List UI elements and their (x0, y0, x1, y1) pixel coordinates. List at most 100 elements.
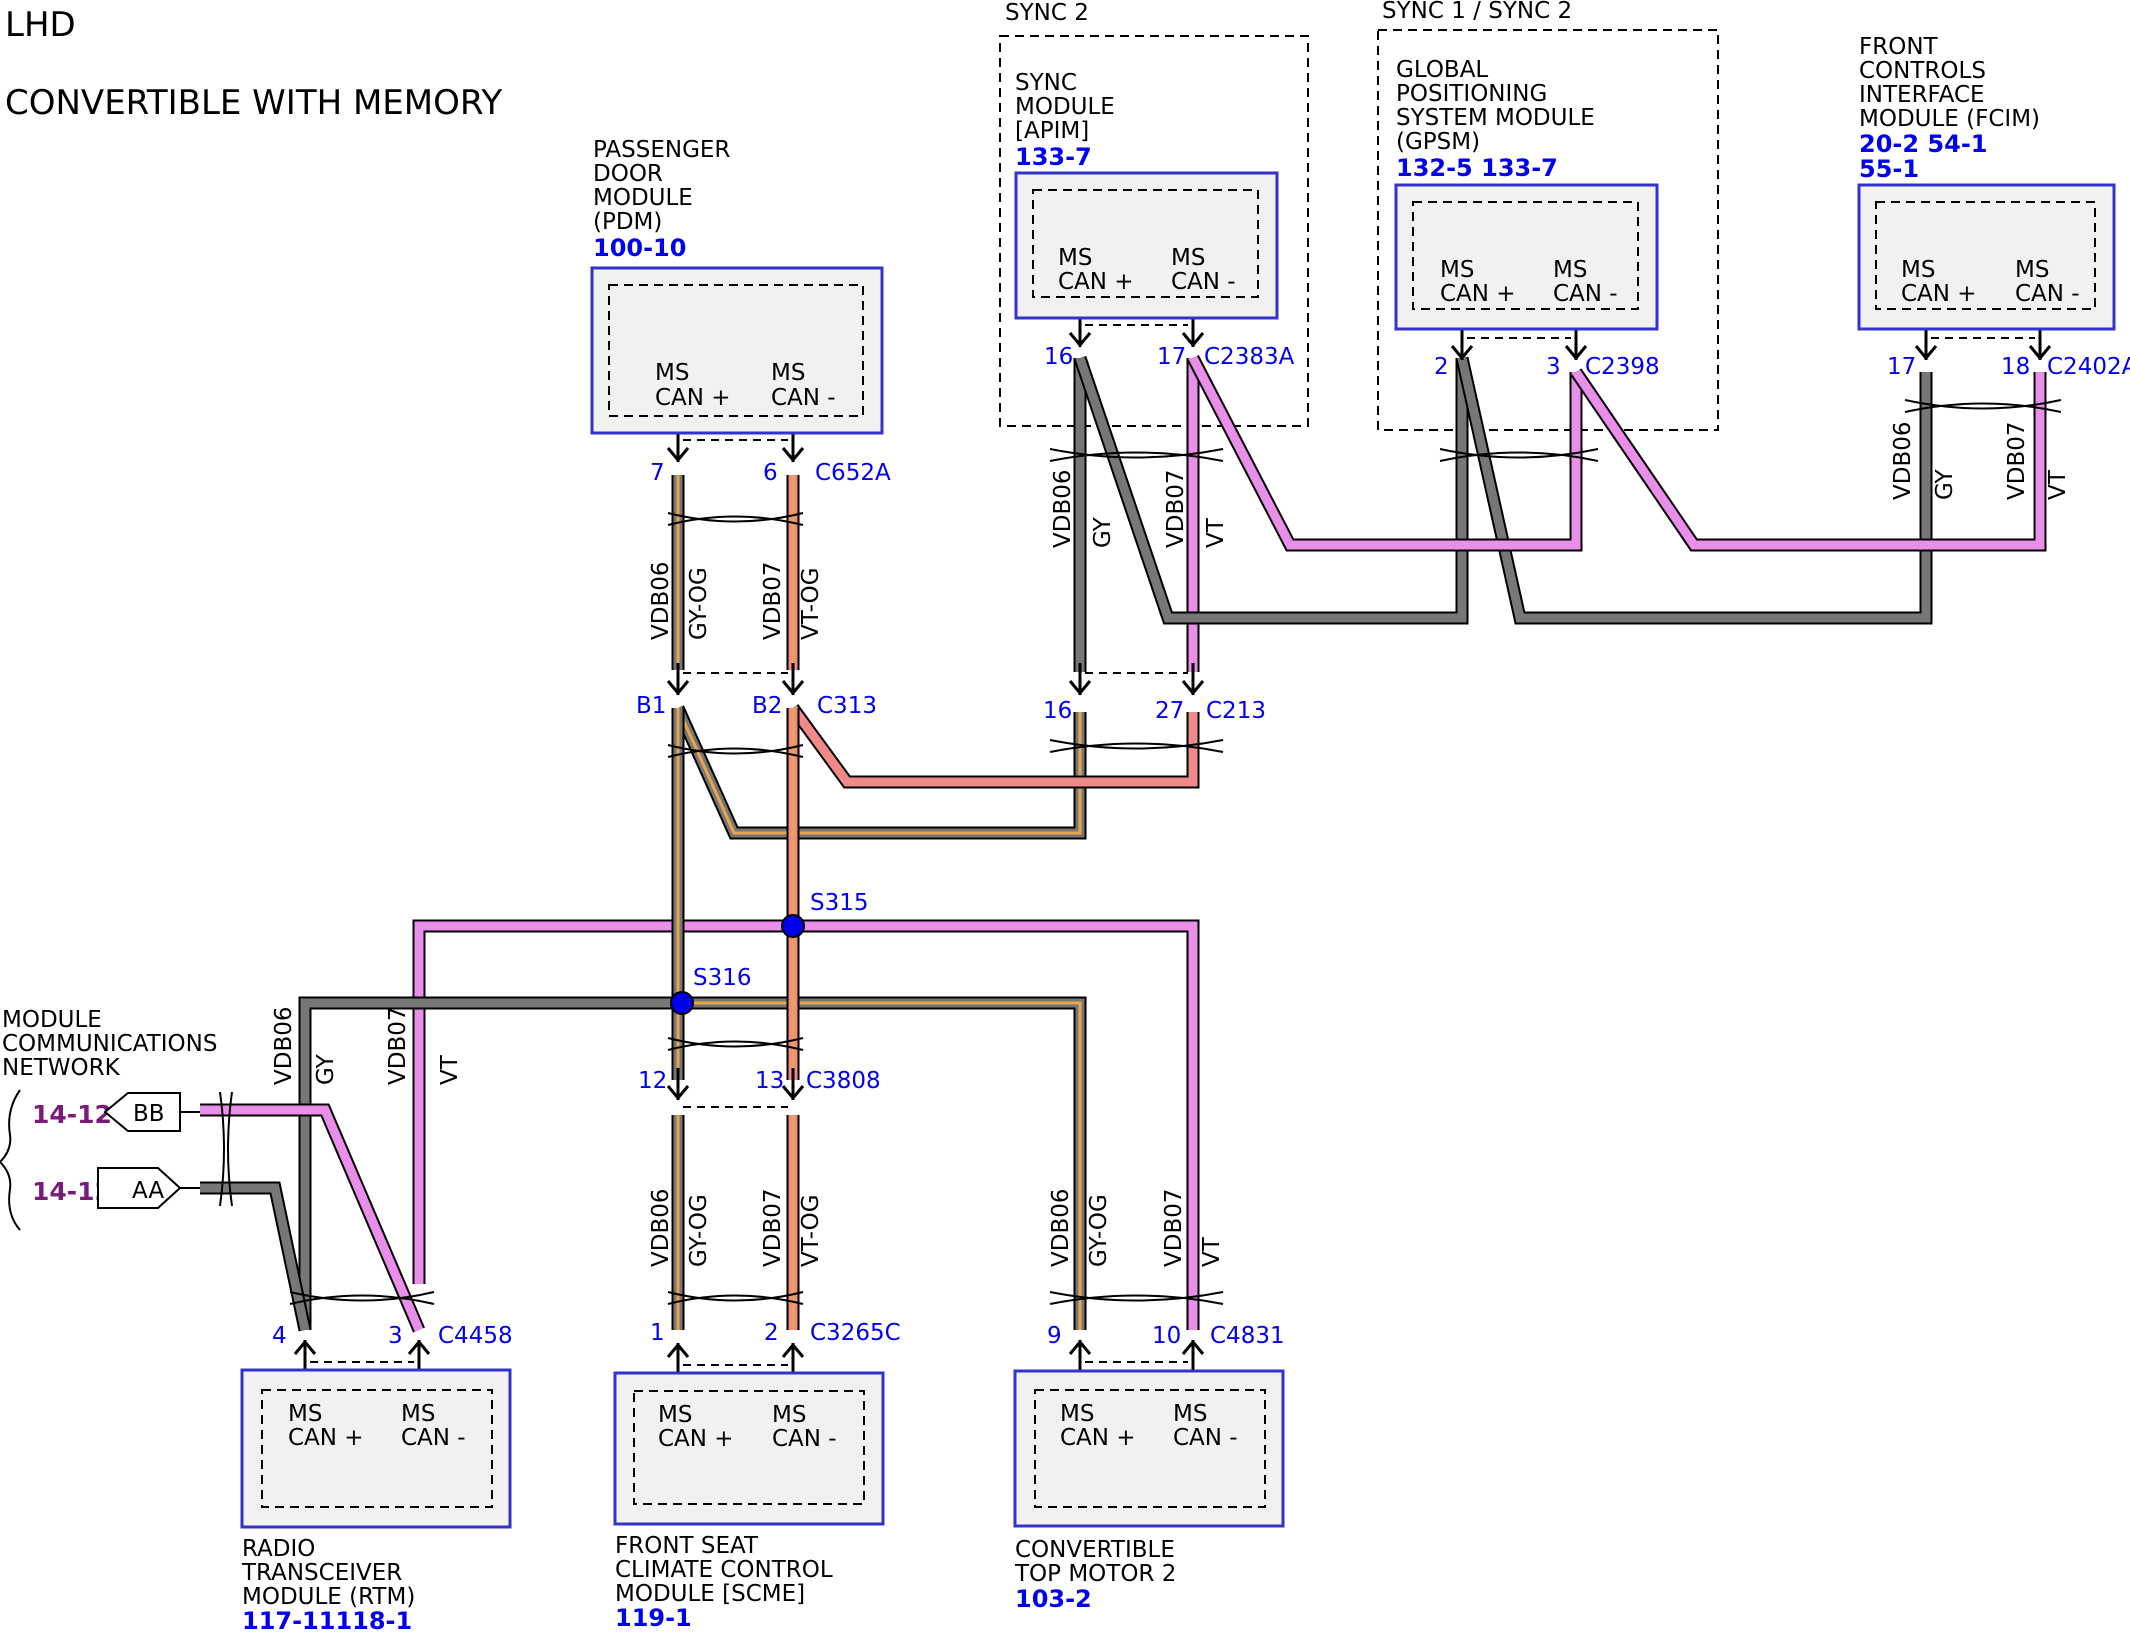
module-convertible-top-motor[interactable]: MS CAN + MS CAN - 9 10 C4831 CONVERTIBLE… (1013, 1323, 1285, 1613)
ctm-pin-minus: 10 (1152, 1323, 1181, 1349)
fcim-refs[interactable]: 20-2 54-1 (1859, 130, 1987, 158)
wire-vt-bus (1187, 355, 2047, 552)
scme-name-3: MODULE [SCME] (615, 1581, 805, 1607)
module-apim[interactable]: SYNC MODULE [APIM] 133-7 MS CAN + MS CAN… (1014, 70, 1295, 370)
apim-name-1: SYNC (1015, 70, 1077, 96)
apim-connector: C2383A (1204, 344, 1295, 370)
ctm-name-1: CONVERTIBLE (1015, 1537, 1175, 1563)
fcim-name-1: FRONT (1859, 34, 1939, 60)
apim-minus-2: CAN - (1171, 269, 1236, 295)
gpsm-plus-2: CAN + (1440, 281, 1516, 307)
c313-pin-plus: B1 (636, 693, 666, 719)
c213-pin-minus: 27 (1155, 698, 1184, 724)
module-pdm[interactable]: PASSENGER DOOR MODULE (PDM) 100-10 MS CA… (590, 137, 891, 486)
twist-markers (219, 399, 2062, 1305)
pdm-minus-1: MS (771, 360, 805, 386)
gpsm-minus-1: MS (1553, 257, 1587, 283)
aa-label: AA (132, 1178, 164, 1204)
splice-s316-label: S316 (693, 965, 752, 991)
network-label-3: NETWORK (2, 1055, 121, 1081)
connector-c3808: 12 13 C3808 (638, 1068, 881, 1094)
apim-pin-minus: 17 (1157, 344, 1186, 370)
pdm-name-2: DOOR (593, 161, 663, 187)
mating-lines (310, 324, 2035, 1366)
wire-label-pdm-vdb06: VDB06 (648, 562, 674, 641)
wire-label-scme-vtog: VT-OG (798, 1194, 824, 1267)
apim-name-2: MODULE (1015, 94, 1115, 120)
apim-pin-plus: 16 (1044, 344, 1073, 370)
apim-box (1014, 171, 1279, 320)
splice-s316-dot (670, 991, 694, 1015)
pdm-minus-2: CAN - (771, 385, 836, 411)
wire-c313-c213-gy (672, 705, 1087, 840)
gpsm-box (1394, 183, 1659, 331)
fcim-connector: C2402A (2047, 354, 2130, 380)
rtm-connector: C4458 (438, 1323, 513, 1349)
ctm-connector: C4831 (1210, 1323, 1285, 1349)
ctm-pin-plus: 9 (1047, 1323, 1062, 1349)
wire-c313-c213-vt (787, 704, 1200, 789)
pdm-plus-2: CAN + (655, 385, 731, 411)
pdm-refs[interactable]: 100-10 (593, 234, 686, 262)
scme-name-1: FRONT SEAT (615, 1533, 759, 1559)
sync2-group-label: SYNC 2 (1005, 0, 1089, 26)
apim-plus-1: MS (1058, 245, 1092, 271)
gpsm-pin-minus: 3 (1546, 354, 1561, 380)
rtm-inner (261, 1389, 493, 1508)
sync12-group-label: SYNC 1 / SYNC 2 (1382, 0, 1572, 24)
scme-plus-1: MS (658, 1402, 692, 1428)
wire-label-ctm-vt: VT (1199, 1236, 1225, 1267)
scme-name-2: CLIMATE CONTROL (615, 1557, 833, 1583)
gpsm-minus-2: CAN - (1553, 281, 1618, 307)
splice-s315-label: S315 (810, 890, 869, 916)
ctm-name-2: TOP MOTOR 2 (1014, 1561, 1176, 1587)
wire-label-rtm-vdb06: VDB06 (271, 1007, 297, 1086)
wire-label-ctm-vdb07: VDB07 (1161, 1189, 1187, 1268)
network-reference: MODULE COMMUNICATIONS NETWORK 14-12 14-1… (0, 1007, 217, 1231)
c213-name: C213 (1206, 698, 1266, 724)
wire-network-aa (200, 1181, 312, 1332)
scme-refs[interactable]: 119-1 (615, 1604, 692, 1632)
sync2-group-box (999, 35, 1309, 427)
c313-pin-minus: B2 (752, 693, 782, 719)
splice-s315-dot (781, 914, 805, 938)
ctm-box (1013, 1369, 1285, 1528)
wire-s315-bus (412, 919, 1200, 1330)
pdm-pin-plus: 7 (650, 460, 665, 486)
ctm-plus-1: MS (1060, 1401, 1094, 1427)
module-fcim[interactable]: FRONT CONTROLS INTERFACE MODULE (FCIM) 2… (1857, 34, 2130, 380)
rtm-minus-2: CAN - (401, 1425, 466, 1451)
rtm-name-2: TRANSCEIVER (241, 1560, 402, 1586)
connector-c313: B1 B2 C313 (636, 693, 877, 719)
pdm-box (590, 266, 884, 435)
pdm-connector: C652A (815, 460, 891, 486)
wire-label-apim-gy: GY (1090, 516, 1116, 548)
gpsm-pin-plus: 2 (1434, 354, 1449, 380)
fcim-refs-2[interactable]: 55-1 (1859, 155, 1919, 183)
fcim-plus-1: MS (1901, 257, 1935, 283)
wire-s316-gray (298, 996, 682, 1330)
module-rtm[interactable]: MS CAN + MS CAN - 4 3 C4458 RADIO TRANSC… (240, 1323, 513, 1635)
scme-pin-plus: 1 (650, 1320, 665, 1346)
apim-refs[interactable]: 133-7 (1015, 143, 1092, 171)
gpsm-plus-1: MS (1440, 257, 1474, 283)
ctm-refs[interactable]: 103-2 (1015, 1585, 1092, 1613)
module-gpsm[interactable]: GLOBAL POSITIONING SYSTEM MODULE (GPSM) … (1394, 57, 1660, 380)
wire-label-rtm-gy: GY (313, 1053, 339, 1085)
rtm-name-3: MODULE (RTM) (242, 1584, 415, 1610)
wire-label-fcim-vdb06: VDB06 (1890, 422, 1916, 501)
c213-pin-plus: 16 (1043, 698, 1072, 724)
module-scme[interactable]: MS CAN + MS CAN - 1 2 C3265C FRONT SEAT … (613, 1320, 901, 1632)
apim-minus-1: MS (1171, 245, 1205, 271)
wire-label-rtm-vdb07: VDB07 (385, 1007, 411, 1086)
rtm-plus-2: CAN + (288, 1425, 364, 1451)
rtm-refs[interactable]: 117-11118-1 (242, 1607, 412, 1635)
rtm-plus-1: MS (288, 1401, 322, 1427)
scme-inner (633, 1390, 865, 1505)
network-bb-ref[interactable]: 14-12 (32, 1100, 112, 1129)
apim-inner (1032, 189, 1259, 298)
gpsm-refs[interactable]: 132-5 133-7 (1396, 154, 1558, 182)
gpsm-name-2: POSITIONING (1396, 81, 1547, 107)
wire-label-ctm-gyog: GY-OG (1086, 1194, 1112, 1267)
